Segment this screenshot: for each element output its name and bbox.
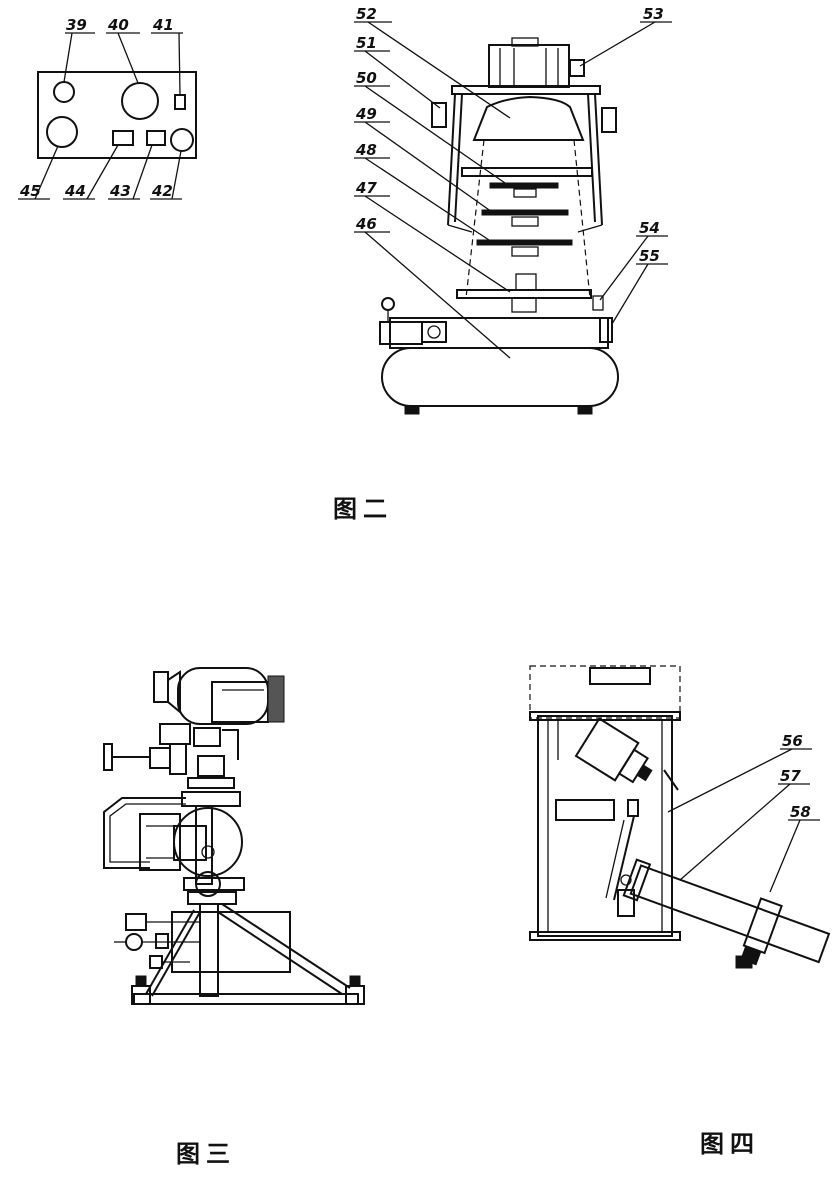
indicator-41: [174, 94, 186, 110]
control-panel: 39 40 41 42 43 44 45: [18, 16, 197, 200]
base-housing: [389, 317, 609, 349]
label-56: 56: [782, 732, 803, 750]
base-plate-47: [456, 289, 592, 299]
fig3-device: [103, 667, 365, 1005]
label-40: 40: [107, 16, 129, 34]
label-44: 44: [64, 182, 86, 200]
top-plate: [451, 85, 601, 95]
fig3-main-post: [199, 903, 219, 997]
connector-55: [599, 317, 613, 343]
label-58: 58: [790, 803, 811, 821]
knob-40: [121, 82, 159, 120]
disc-50: [489, 182, 559, 189]
fig4-device: 56 57 58: [529, 665, 831, 969]
valve-block: [379, 321, 423, 345]
fig2-device: 52 53 51 50 49 48 47 46 54 55: [354, 5, 672, 415]
side-knob-left: [431, 102, 447, 128]
label-42: 42: [151, 182, 173, 200]
label-52: 52: [356, 5, 377, 23]
fig4-frame: [537, 715, 673, 937]
label-45: 45: [19, 182, 41, 200]
label-46: 46: [355, 215, 377, 233]
caption-fig4: 图四: [700, 1130, 760, 1158]
label-50: 50: [356, 69, 377, 87]
knob-53: [569, 59, 585, 77]
knob-42: [170, 128, 194, 152]
fig3-base-bar: [133, 993, 359, 1005]
label-43: 43: [109, 182, 131, 200]
dome-52: [472, 95, 585, 141]
label-49: 49: [355, 105, 377, 123]
label-41: 41: [152, 16, 174, 34]
switch-44: [112, 130, 134, 146]
caption-fig2: 图二: [333, 495, 393, 523]
knob-39: [53, 81, 75, 103]
side-knob-right: [601, 107, 617, 133]
label-51: 51: [356, 34, 377, 52]
caption-fig3: 图三: [176, 1140, 236, 1168]
switch-43: [146, 130, 166, 146]
label-48: 48: [355, 141, 377, 159]
plate-51: [461, 167, 593, 177]
top-motor: [488, 44, 570, 88]
label-53: 53: [643, 5, 664, 23]
label-55: 55: [639, 247, 660, 265]
disc-48: [476, 239, 573, 246]
knob-45: [46, 116, 78, 148]
fig4-tube-57: [629, 864, 831, 964]
fig3-pump: [173, 807, 243, 877]
disc-49: [481, 209, 569, 216]
control-panel-body: [37, 71, 197, 159]
label-54: 54: [639, 219, 660, 237]
pressure-gauge: [381, 297, 395, 311]
tank-46: [381, 347, 619, 407]
label-57: 57: [780, 767, 801, 785]
fig3-motor: [177, 667, 269, 725]
label-39: 39: [66, 16, 87, 34]
fig4-clamp-58: [742, 897, 783, 955]
label-47: 47: [355, 179, 377, 197]
